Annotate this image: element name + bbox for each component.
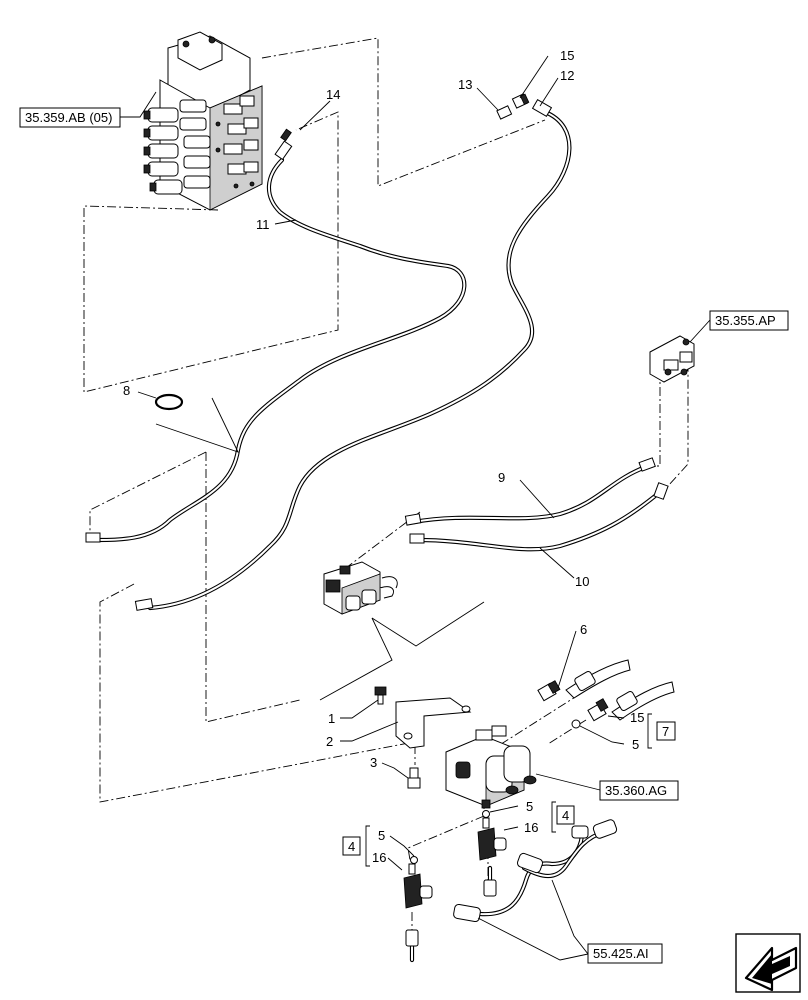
boxed-callout-7: 7 <box>656 721 676 741</box>
callout-5-right: 5 <box>632 737 639 752</box>
pilot-hoses-right <box>565 659 675 721</box>
o-ring-5-mid <box>482 810 490 818</box>
hose-11 <box>93 157 467 543</box>
fitting-6 <box>537 680 561 702</box>
hose-10 <box>415 489 663 552</box>
group-brackets <box>365 713 652 867</box>
boxed-callout-4-left: 4 <box>342 836 361 856</box>
svg-text:4: 4 <box>348 839 355 854</box>
callout-15-right: 15 <box>630 710 644 725</box>
callouts: 1 2 3 5 5 5 6 8 9 10 11 12 13 14 15 15 1… <box>123 48 644 865</box>
ref-box-harness[interactable]: 55.425.AI <box>587 943 663 964</box>
ref-box-control-valve[interactable]: 35.359.AB (05) <box>19 107 121 128</box>
bolt-3 <box>407 767 421 789</box>
callout-3: 3 <box>370 755 377 770</box>
svg-text:55.425.AI: 55.425.AI <box>593 946 649 961</box>
callout-11: 11 <box>256 217 270 232</box>
leader-lines <box>120 55 711 961</box>
mounting-bracket <box>395 697 472 749</box>
callout-16-left: 16 <box>372 850 386 865</box>
callout-6: 6 <box>580 622 587 637</box>
ref-box-solenoid-valve[interactable]: 35.360.AG <box>599 780 679 801</box>
callout-15-top: 15 <box>560 48 574 63</box>
callout-14: 14 <box>326 87 340 102</box>
callout-5-mid: 5 <box>526 799 533 814</box>
callout-5-left: 5 <box>378 828 385 843</box>
hose-9 <box>411 463 651 525</box>
callout-8: 8 <box>123 383 130 398</box>
bolt-1 <box>374 686 387 705</box>
callout-2: 2 <box>326 734 333 749</box>
o-ring-8 <box>154 393 184 411</box>
svg-text:35.360.AG: 35.360.AG <box>605 783 667 798</box>
o-ring-5-left <box>410 856 418 864</box>
svg-text:35.355.AP: 35.355.AP <box>715 313 776 328</box>
direction-arrow-icon <box>735 933 801 993</box>
selector-valve <box>323 561 398 615</box>
svg-text:4: 4 <box>562 808 569 823</box>
callout-9: 9 <box>498 470 505 485</box>
fitting-15-top <box>511 93 530 109</box>
o-ring-5-right <box>571 719 581 729</box>
wire-harness <box>405 819 618 963</box>
callout-10: 10 <box>575 574 589 589</box>
svg-text:7: 7 <box>662 724 669 739</box>
control-valve <box>143 31 263 211</box>
pressure-switch-16-left <box>403 863 433 909</box>
pressure-switch-16-right <box>477 817 507 861</box>
ref-box-pilot-valve[interactable]: 35.355.AP <box>709 310 789 331</box>
callout-12: 12 <box>560 68 574 83</box>
hose-12 <box>147 109 572 611</box>
fitting-13 <box>496 105 513 120</box>
solenoid-valve <box>445 725 537 809</box>
pilot-valve-block <box>649 335 695 383</box>
hose-fittings <box>85 98 669 611</box>
boxed-callout-4-right: 4 <box>556 805 575 825</box>
callout-13: 13 <box>458 77 472 92</box>
svg-text:35.359.AB (05): 35.359.AB (05) <box>25 110 112 125</box>
callout-1: 1 <box>328 711 335 726</box>
section-marks <box>155 397 485 701</box>
fitting-15-right <box>587 698 609 722</box>
callout-16-right: 16 <box>524 820 538 835</box>
